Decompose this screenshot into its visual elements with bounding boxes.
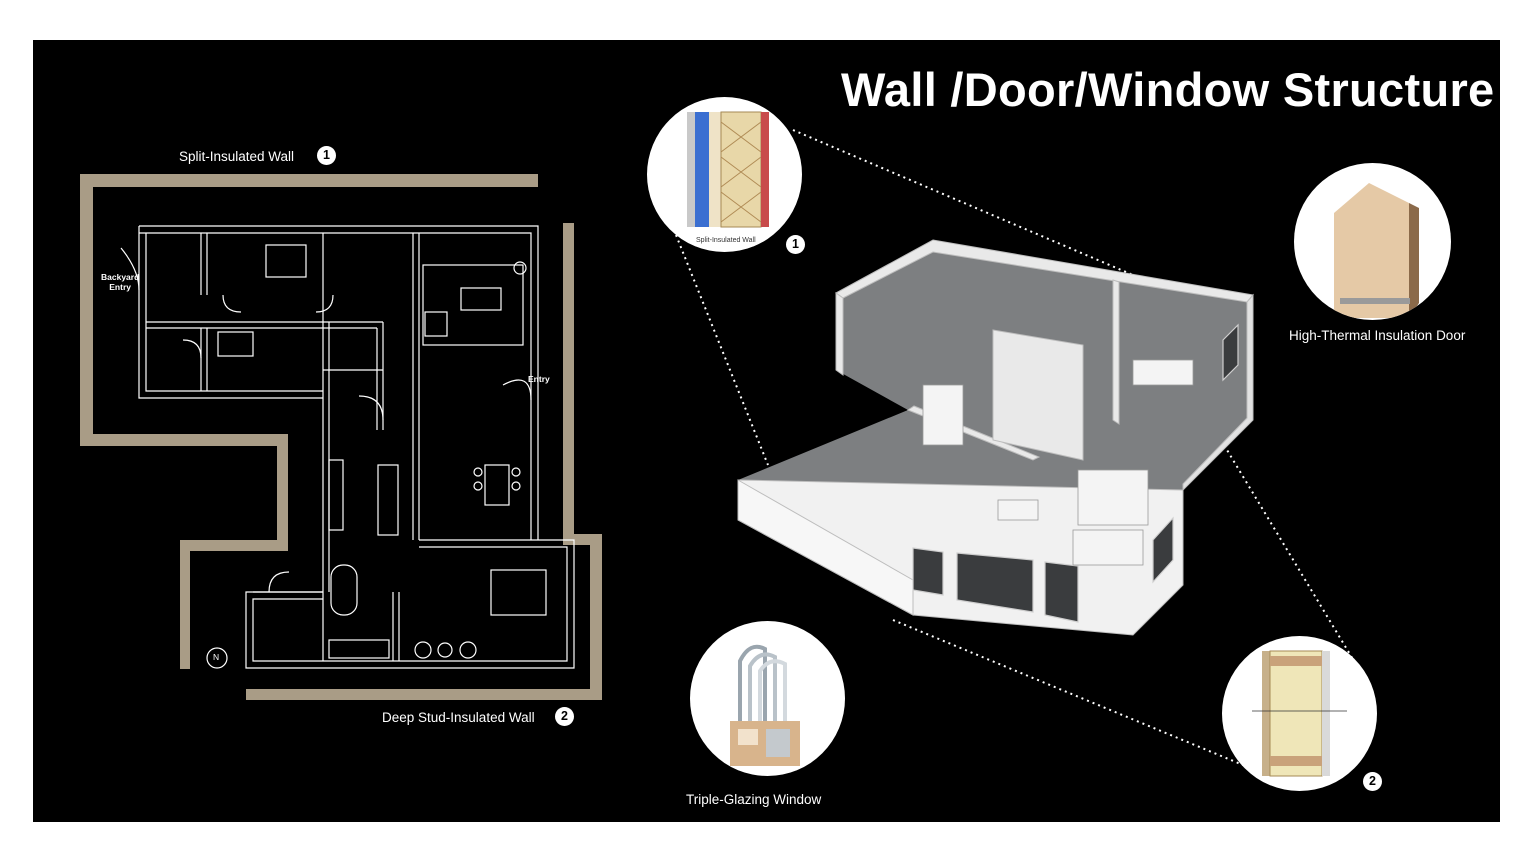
callout-lines xyxy=(675,129,1364,766)
badge-1-model: 1 xyxy=(786,235,805,254)
plan-bathtub xyxy=(330,564,358,616)
door-section-icon xyxy=(1334,183,1419,318)
model-window-1 xyxy=(912,547,944,596)
plan-bed-1 xyxy=(265,244,307,278)
deep-wall-section-icon xyxy=(1252,650,1347,777)
plan-coffee-table xyxy=(460,287,502,311)
deep-stud-wall-outline xyxy=(246,223,602,700)
plan-dining-chairs xyxy=(473,467,483,477)
plan-kitchen-counter xyxy=(328,459,344,531)
deep-wall-label: Deep Stud-Insulated Wall xyxy=(382,710,535,725)
badge-2-plan: 2 xyxy=(555,707,574,726)
split-wall-detail: Split-Insulated Wall xyxy=(647,97,802,252)
plan-lounge-chair xyxy=(459,641,477,659)
plan-dining-table xyxy=(484,464,510,506)
model-window-3 xyxy=(1044,561,1079,623)
door-detail xyxy=(1294,163,1451,320)
split-wall-caption: Split-Insulated Wall xyxy=(696,237,756,244)
model-sofa xyxy=(1132,359,1194,386)
plan-dining-chair xyxy=(511,481,521,491)
door-label: High-Thermal Insulation Door xyxy=(1289,328,1466,343)
window-label: Triple-Glazing Window xyxy=(686,792,822,807)
model-kitchen-counter xyxy=(922,384,964,446)
model-inner-wall-2 xyxy=(1112,279,1120,425)
plan-dining-chair xyxy=(473,481,483,491)
plan-vanity xyxy=(328,639,390,659)
floor-plan xyxy=(80,174,602,700)
entry-text: Entry xyxy=(109,282,131,292)
model-window-4 xyxy=(1152,516,1174,584)
model-bed xyxy=(1072,529,1144,566)
plan-outer-wall xyxy=(139,225,539,540)
split-wall-section-icon xyxy=(687,111,769,228)
plan-sofa xyxy=(422,264,524,346)
backyard-entry-label: Backyard Entry xyxy=(101,272,139,292)
model-south-wall-face xyxy=(737,479,914,616)
plan-kitchen-island xyxy=(377,464,399,536)
model-inner-wall-3 xyxy=(992,329,1084,461)
plan-side-table xyxy=(437,642,453,658)
model-window-5 xyxy=(1222,323,1239,382)
north-arrow xyxy=(206,647,228,669)
window-detail xyxy=(690,621,845,776)
model-vanity xyxy=(997,499,1039,521)
split-wall-label: Split-Insulated Wall xyxy=(179,149,295,164)
plan-lounge-chair xyxy=(414,641,432,659)
model-closet xyxy=(1077,469,1149,526)
plan-bed-2 xyxy=(490,569,547,616)
north-label: N xyxy=(213,652,220,662)
plan-dining-chair xyxy=(511,467,521,477)
entry-label: Entry xyxy=(528,374,550,384)
model-east-wall xyxy=(1182,293,1254,492)
model-left-wall xyxy=(835,292,844,376)
plan-interior-walls xyxy=(146,233,538,661)
badge-2-model: 2 xyxy=(1363,772,1382,791)
badge-1-plan: 1 xyxy=(317,146,336,165)
window-section-icon xyxy=(730,644,800,766)
page-title: Wall /Door/Window Structure xyxy=(841,63,1495,116)
plan-armchair xyxy=(424,311,448,337)
insulated-wall-outline xyxy=(80,174,538,669)
model-window-2 xyxy=(956,552,1034,613)
plan-desk xyxy=(217,331,254,357)
deep-wall-detail xyxy=(1222,636,1377,791)
isometric-model xyxy=(675,129,1364,766)
plan-lamp xyxy=(513,261,527,275)
plan-door-arcs xyxy=(120,247,532,593)
diagram-board: Split-Insulated Wall 1 Deep Stud-Insulat… xyxy=(33,40,1500,822)
backyard-text: Backyard xyxy=(101,272,140,282)
